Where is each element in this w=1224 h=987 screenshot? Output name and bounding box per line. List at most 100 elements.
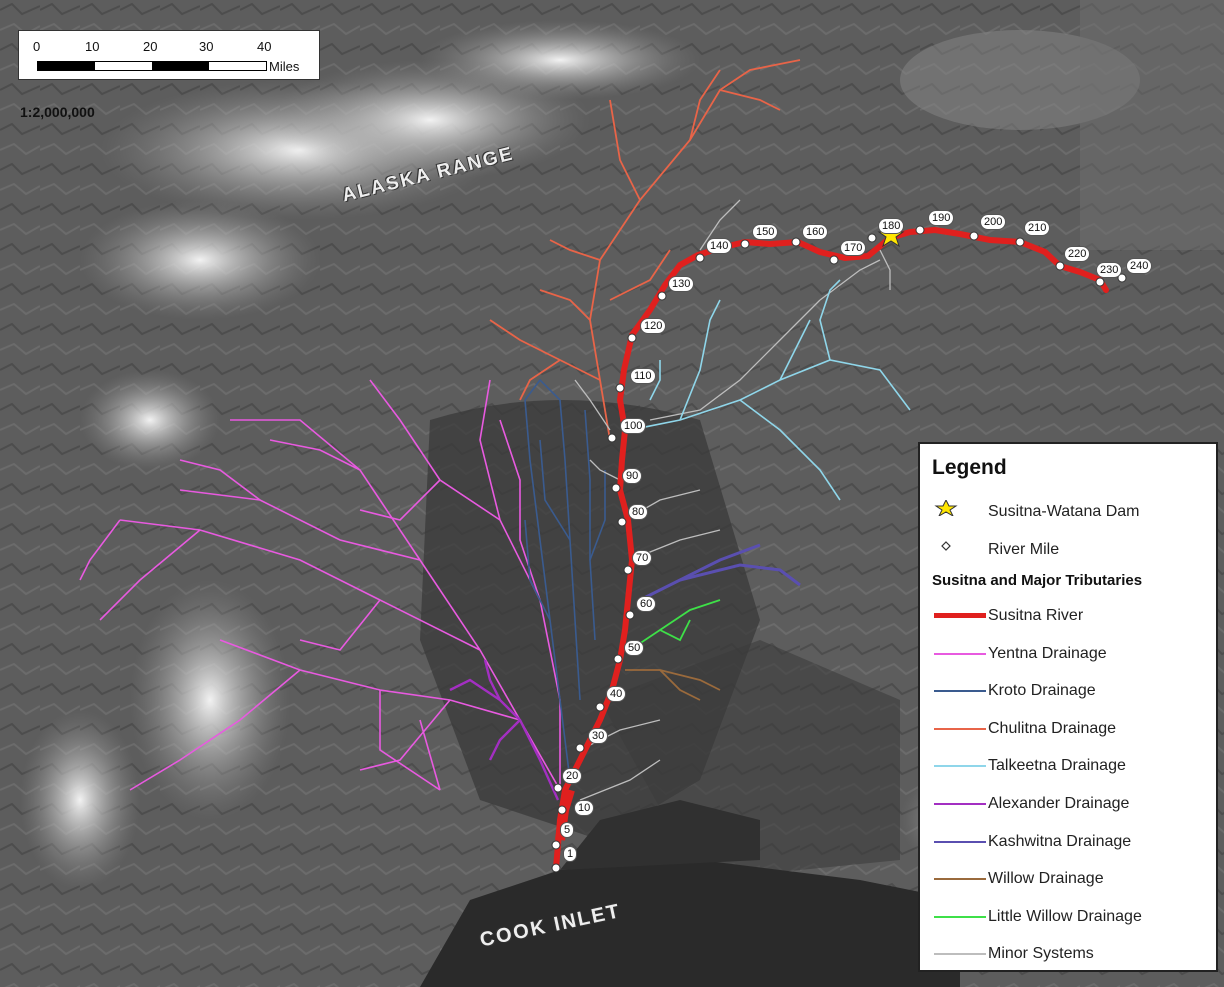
chulitna-drainage [489, 59, 801, 441]
river-mile-label: 210 [1024, 220, 1051, 236]
river-mile-label: 50 [624, 640, 645, 656]
river-mile-marker [915, 225, 925, 235]
legend-line-swatch [934, 608, 986, 624]
legend-row: Chulitna Drainage [920, 717, 1216, 741]
river-mile-label: 80 [628, 504, 649, 520]
river-mile-marker [623, 565, 633, 575]
scale-tick-label: 0 [33, 39, 41, 54]
legend-label: Chulitna Drainage [988, 719, 1117, 737]
river-mile-label: 90 [622, 468, 643, 484]
river-mile-marker [611, 483, 621, 493]
river-mile-marker [617, 517, 627, 527]
river-mile-marker [1055, 261, 1065, 271]
legend-line-swatch [934, 909, 986, 925]
river-mile-marker [829, 255, 839, 265]
river-mile-marker [615, 383, 625, 393]
river-mile-label: 130 [668, 276, 695, 292]
river-mile-label: 1 [563, 846, 578, 862]
river-mile-marker [613, 654, 623, 664]
talkeetna-drainage [629, 279, 911, 501]
legend-subtitle: Susitna and Major Tributaries [932, 572, 1143, 589]
legend-label: River Mile [988, 541, 1060, 558]
legend-label: Yentna Drainage [988, 644, 1107, 662]
river-mile-marker [791, 237, 801, 247]
river-mile-marker [1117, 273, 1127, 283]
cook-inlet-water [420, 860, 960, 987]
river-mile-label: 70 [632, 550, 653, 566]
river-mile-label: 100 [620, 418, 647, 434]
river-mile-marker [695, 253, 705, 263]
legend-row: Willow Drainage [920, 867, 1216, 891]
legend-label: Alexander Drainage [988, 795, 1130, 812]
little-willow-drainage [629, 599, 721, 651]
kashwitna-drainage [639, 543, 801, 602]
kroto-drainage [524, 378, 606, 781]
river-mile-marker [595, 702, 605, 712]
river-mile-label: 120 [640, 318, 667, 334]
legend-row: Talkeetna Drainage [920, 754, 1216, 778]
river-mile-label: 60 [636, 596, 657, 612]
river-mile-label: 220 [1064, 246, 1091, 262]
legend-row: Alexander Drainage [920, 792, 1216, 816]
yentna-drainage [79, 379, 561, 791]
legend-line-swatch [934, 683, 986, 699]
legend-line-swatch [934, 721, 986, 737]
legend-row-dam: Susitna-Watana Dam [920, 500, 1216, 524]
river-mile-label: 20 [562, 768, 583, 784]
river-mile-marker [557, 805, 567, 815]
legend-label: Little Willow Drainage [988, 907, 1142, 925]
legend-label: Willow Drainage [988, 870, 1104, 888]
river-mile-marker [867, 233, 877, 243]
river-mile-label: 200 [980, 214, 1007, 230]
river-mile-label: 150 [752, 224, 779, 240]
river-mile-marker [627, 333, 637, 343]
legend-label: Minor Systems [988, 945, 1094, 963]
river-mile-label: 140 [706, 238, 733, 254]
river-mile-marker [1015, 237, 1025, 247]
river-mile-label: 160 [802, 224, 829, 240]
scale-tick-label: 20 [143, 39, 158, 54]
legend-row: Minor Systems [920, 942, 1216, 966]
legend-row: Susitna River [920, 604, 1216, 628]
legend-label: Talkeetna Drainage [988, 757, 1126, 775]
diamond-marker-icon [941, 541, 951, 551]
river-mile-marker [551, 863, 561, 873]
legend-line-swatch [934, 946, 986, 962]
legend-label: Susitna-Watana Dam [988, 503, 1140, 520]
river-mile-markers [551, 225, 1127, 873]
scale-tick-label: 30 [199, 39, 214, 54]
legend-row: Kroto Drainage [920, 679, 1216, 703]
river-mile-label: 230 [1096, 262, 1123, 278]
scale-ratio: 1:2,000,000 [20, 104, 95, 120]
legend-line-swatch [934, 758, 986, 774]
legend-row: Yentna Drainage [920, 642, 1216, 666]
willow-drainage [625, 669, 721, 701]
legend-line-swatch [934, 646, 986, 662]
river-mile-marker [657, 291, 667, 301]
river-mile-label: 5 [560, 822, 575, 838]
legend-line-swatch [934, 796, 986, 812]
scale-tick-label: 40 [257, 39, 272, 54]
scale-bar: 0 10 20 30 40 Miles [18, 30, 320, 80]
legend-line-swatch [934, 834, 986, 850]
legend-label: Kroto Drainage [988, 682, 1096, 700]
legend-label: Kashwitna Drainage [988, 832, 1132, 850]
river-mile-marker [740, 239, 750, 249]
river-mile-label: 180 [878, 218, 905, 234]
scale-unit: Miles [269, 59, 300, 74]
river-mile-marker [551, 840, 561, 850]
legend-row: Little Willow Drainage [920, 905, 1216, 929]
river-mile-label: 110 [630, 368, 656, 384]
river-mile-label: 40 [606, 686, 627, 702]
river-mile-label: 10 [574, 800, 595, 816]
river-mile-marker [625, 610, 635, 620]
river-mile-label: 240 [1126, 258, 1153, 274]
scale-bar-graphic [37, 61, 267, 71]
legend: Legend Susitna-Watana Dam River Mile Sus… [918, 442, 1218, 972]
river-mile-marker [607, 433, 617, 443]
legend-label: Susitna River [988, 607, 1084, 624]
river-mile-marker [1095, 277, 1105, 287]
river-mile-label: 30 [588, 728, 609, 744]
legend-line-swatch [934, 871, 986, 887]
